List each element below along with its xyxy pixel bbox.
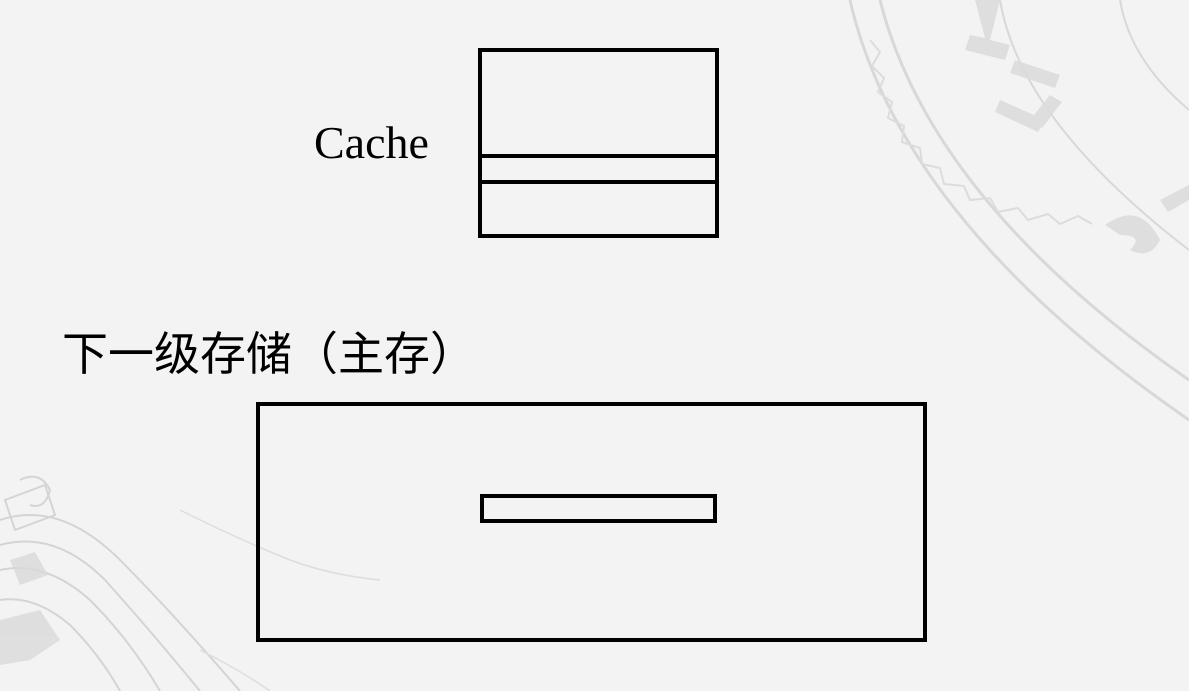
main-memory-label: 下一级存储（主存） bbox=[62, 327, 476, 381]
cache-label: Cache bbox=[314, 117, 429, 168]
main-memory-block bbox=[480, 494, 717, 523]
cache-box bbox=[478, 48, 719, 238]
main-memory-box bbox=[256, 402, 927, 642]
cache-line-divider-top bbox=[482, 154, 715, 158]
cache-line-divider-bottom bbox=[482, 180, 715, 184]
